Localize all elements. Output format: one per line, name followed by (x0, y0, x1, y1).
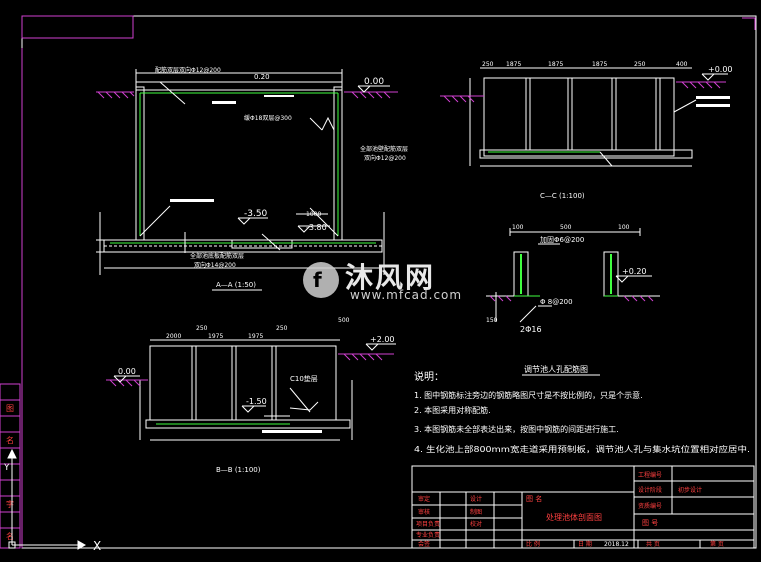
bb-floor-level: -1.50 (246, 397, 267, 406)
bb-dim-4: 1975 (248, 333, 263, 340)
tb-scale-label: 比 例 (526, 540, 540, 548)
bb-right-level: +2.00 (370, 335, 395, 344)
section-aa: 0.00 -3.50 -3.80 1000 配筋双层双向Φ12@200 0.20… (96, 66, 408, 291)
strip-label-2: 名 (6, 435, 14, 445)
mh-section-title: 调节池人孔配筋图 (524, 364, 588, 374)
manhole-detail: 100 500 100 150 加固Φ6@200 Φ 8@200 2Φ16 +0… (486, 224, 660, 376)
bb-c10: C10垫层 (290, 374, 318, 383)
tb-drawing-name-label: 图 名 (526, 494, 542, 503)
aa-section-title: A—A (1:50) (216, 281, 256, 289)
bb-section-title: B—B (1:100) (216, 466, 261, 474)
strip-label-4: 名 (6, 531, 14, 541)
svg-text:Y: Y (3, 463, 10, 473)
tb-project-no: 工程编号 (638, 471, 662, 479)
tb-row2-left: 审核 (418, 508, 430, 516)
cc-dim-5: 250 (634, 61, 646, 68)
aa-top-rebar: 配筋双层双向Φ12@200 (155, 66, 221, 74)
aa-top-level: 0.00 (364, 77, 384, 87)
bb-dim-6: 500 (338, 317, 350, 324)
sheet-frame (21, 15, 757, 549)
bb-top-level: 0.00 (118, 367, 136, 376)
tb-design-stage-value: 初步设计 (678, 486, 702, 494)
section-cc: +0.00 250 1875 1875 1875 250 400 C—C (1:… (440, 61, 733, 200)
notes-heading: 说明： (414, 370, 444, 383)
title-block: 工程编号 设计阶段 初步设计 资质编号 图 号 图 名 处理池体剖面图 审定 设… (411, 465, 755, 549)
mh-dim-3: 100 (618, 224, 630, 231)
strip-label-3: 字 (6, 499, 14, 509)
cc-dim-2: 1875 (506, 61, 521, 68)
note-2: 2. 本图采用对称配筋. (414, 405, 491, 415)
mh-dim-2: 500 (560, 224, 572, 231)
mh-corner-rebar: 2Φ16 (520, 325, 542, 334)
cc-section-title: C—C (1:100) (540, 192, 585, 200)
cc-dim-3: 1875 (548, 61, 563, 68)
tb-drawing-name: 处理池体剖面图 (546, 512, 602, 522)
watermark-url: www.mfcad.com (350, 288, 463, 302)
tb-row2-right: 制图 (470, 508, 482, 516)
aa-bottom-rebar-2: 双向Φ14@200 (194, 261, 236, 269)
section-bb: 0.00 +2.00 -1.50 C10垫层 2000 250 1975 197… (106, 317, 396, 474)
tb-row4-left: 专业负责 (416, 531, 440, 539)
tb-page-label: 第 页 (710, 540, 724, 548)
strip-label-1: 图 (6, 404, 14, 413)
mh-ring-rebar: 加固Φ6@200 (540, 235, 584, 244)
mh-side-dim: 150 (486, 317, 498, 324)
watermark-brand: 沐风网 (345, 261, 436, 294)
aa-wall-rebar: 全部池壁配筋双层 (360, 145, 408, 153)
ucs-axis-icon: X Y (3, 448, 101, 553)
bb-dim-1: 2000 (166, 333, 181, 340)
aa-bottom-rebar: 全部池底板配筋双层 (190, 252, 244, 260)
mh-dim-1: 100 (512, 224, 524, 231)
notes: 说明： 1. 图中钢筋标注旁边的钢筋略图尺寸是不按比例的，只是个示意. 2. 本… (414, 370, 750, 454)
tb-sheet-label: 共 页 (646, 540, 660, 548)
tb-drawing-no: 图 号 (642, 519, 658, 527)
aa-mid-rebar: 缓Φ18双层@300 (244, 114, 292, 122)
note-4: 4. 生化池上部800mm宽走道采用预制板，调节池人孔与集水坑位置相对应居中. (414, 444, 750, 454)
mh-bar-rebar: Φ 8@200 (540, 298, 573, 306)
tb-date: 2018.12 (604, 541, 629, 548)
tb-certificate: 资质编号 (638, 502, 662, 510)
note-3: 3. 本图钢筋未全部表达出来，按图中钢筋的间距进行施工. (414, 424, 619, 434)
tb-row3-left: 项目负责 (416, 520, 440, 528)
bb-dim-2: 250 (196, 325, 208, 332)
aa-wall-rebar-2: 双向Φ12@200 (364, 154, 406, 162)
cc-dim-4: 1875 (592, 61, 607, 68)
note-1: 1. 图中钢筋标注旁边的钢筋略图尺寸是不按比例的，只是个示意. (414, 390, 643, 400)
svg-text:X: X (93, 539, 101, 553)
cc-top-level: +0.00 (708, 65, 733, 74)
tb-row1-left: 审定 (418, 495, 430, 503)
tb-row3-right: 校对 (470, 520, 482, 528)
bb-dim-3: 1975 (208, 333, 223, 340)
left-strip: 图 名 字 名 (0, 383, 21, 549)
tb-design-stage: 设计阶段 (638, 486, 662, 494)
aa-sump-level: -3.80 (306, 223, 327, 232)
tb-row1-right: 设计 (470, 495, 482, 503)
tb-row5-left: 会签 (418, 540, 430, 548)
cc-dim-6: 400 (676, 61, 688, 68)
cc-dim-1: 250 (482, 61, 494, 68)
aa-floor-level: -3.50 (244, 209, 268, 219)
bb-dim-5: 250 (276, 325, 288, 332)
watermark-logo-icon (303, 262, 339, 298)
mh-level: +0.20 (622, 267, 647, 276)
aa-dim-020: 0.20 (254, 73, 270, 81)
tb-date-label: 日 期 (578, 540, 592, 548)
watermark-logo-glyph: f (313, 268, 322, 292)
aa-sump-dim: 1000 (306, 211, 321, 218)
